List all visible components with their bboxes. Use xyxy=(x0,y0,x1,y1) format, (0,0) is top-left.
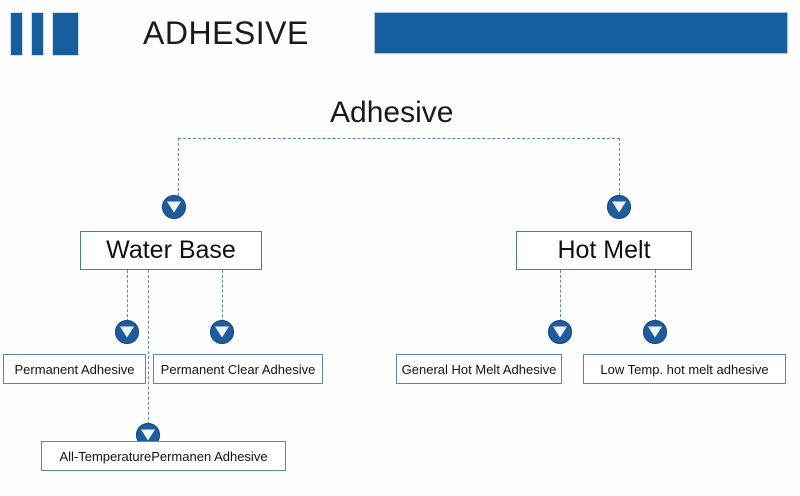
node-water-base-label: Water Base xyxy=(106,236,236,264)
node-all-temperature-permanen-adhesive-label: All-TemperaturePermanen Adhesive xyxy=(59,448,268,464)
node-all-temperature-permanen-adhesive[interactable]: All-TemperaturePermanen Adhesive xyxy=(41,441,286,471)
node-hot-melt-label: Hot Melt xyxy=(557,236,651,264)
connector-root-to-hot-melt xyxy=(619,138,620,196)
arrow-down-icon xyxy=(162,195,186,219)
connector-root-to-water-base xyxy=(178,138,179,196)
arrow-down-icon xyxy=(210,320,234,344)
header-accent-bar xyxy=(374,12,788,54)
arrow-down-icon xyxy=(548,320,572,344)
connector-water-base-to-all-temperature xyxy=(148,270,149,425)
arrow-down-icon xyxy=(115,320,139,344)
logo-bar-icon xyxy=(31,12,44,56)
connector-root-horizontal xyxy=(178,138,620,139)
page-title: ADHESIVE xyxy=(143,15,309,51)
node-general-hot-melt-adhesive[interactable]: General Hot Melt Adhesive xyxy=(396,354,562,384)
node-permanent-adhesive[interactable]: Permanent Adhesive xyxy=(3,354,146,384)
node-permanent-clear-adhesive[interactable]: Permanent Clear Adhesive xyxy=(153,354,323,384)
connector-water-base-to-permanent xyxy=(127,270,128,322)
connector-hot-melt-to-low-temp xyxy=(655,270,656,322)
root-node-label: Adhesive xyxy=(330,96,454,129)
node-permanent-clear-adhesive-label: Permanent Clear Adhesive xyxy=(160,361,316,377)
connector-water-base-to-permanent-clear xyxy=(222,270,223,322)
node-water-base[interactable]: Water Base xyxy=(80,231,262,270)
logo-bar-icon xyxy=(52,12,79,56)
node-low-temp-hot-melt-adhesive[interactable]: Low Temp. hot melt adhesive xyxy=(583,354,786,384)
node-permanent-adhesive-label: Permanent Adhesive xyxy=(14,361,135,377)
node-hot-melt[interactable]: Hot Melt xyxy=(516,231,692,270)
logo-bar-icon xyxy=(10,12,23,56)
connector-hot-melt-to-general xyxy=(560,270,561,322)
arrow-down-icon xyxy=(607,195,631,219)
node-general-hot-melt-adhesive-label: General Hot Melt Adhesive xyxy=(401,361,557,377)
arrow-down-icon xyxy=(643,320,667,344)
node-low-temp-hot-melt-adhesive-label: Low Temp. hot melt adhesive xyxy=(600,361,769,377)
